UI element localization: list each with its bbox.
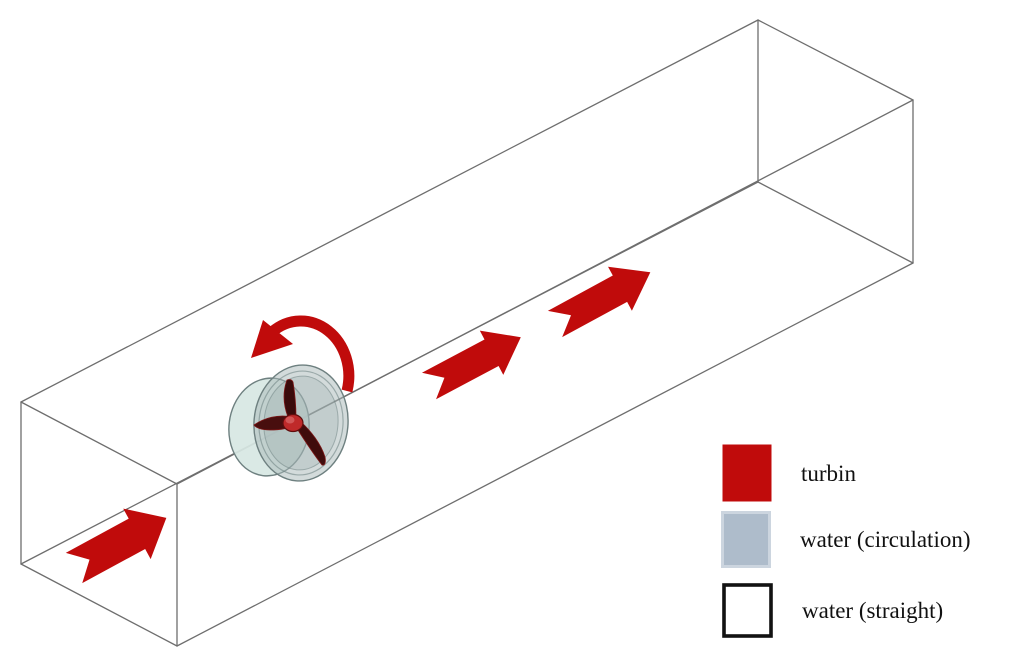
rotor-blade-up [283, 379, 297, 419]
rotor-hub-highlight [285, 416, 295, 424]
rotation-arrow [251, 315, 355, 393]
channel-box-wireframe [20, 19, 914, 647]
flow-arrows [60, 250, 663, 594]
box-edge [757, 19, 914, 101]
flow-arrow-inlet [60, 492, 181, 594]
box-edge [20, 563, 178, 647]
box-edge [20, 181, 759, 565]
box-edge [20, 19, 759, 403]
rotor-blade-down [295, 421, 326, 466]
turbine-duct-ring-outer [258, 370, 344, 476]
flow-arrow-downstream [543, 250, 663, 346]
turbine-rotor [253, 379, 326, 466]
box-edge [20, 401, 178, 485]
rotor-hub [282, 413, 304, 433]
box-edge [176, 262, 914, 647]
box-edge [757, 181, 914, 264]
rotation-arrow-arc [268, 315, 355, 393]
rotation-arrow-head [251, 320, 293, 358]
